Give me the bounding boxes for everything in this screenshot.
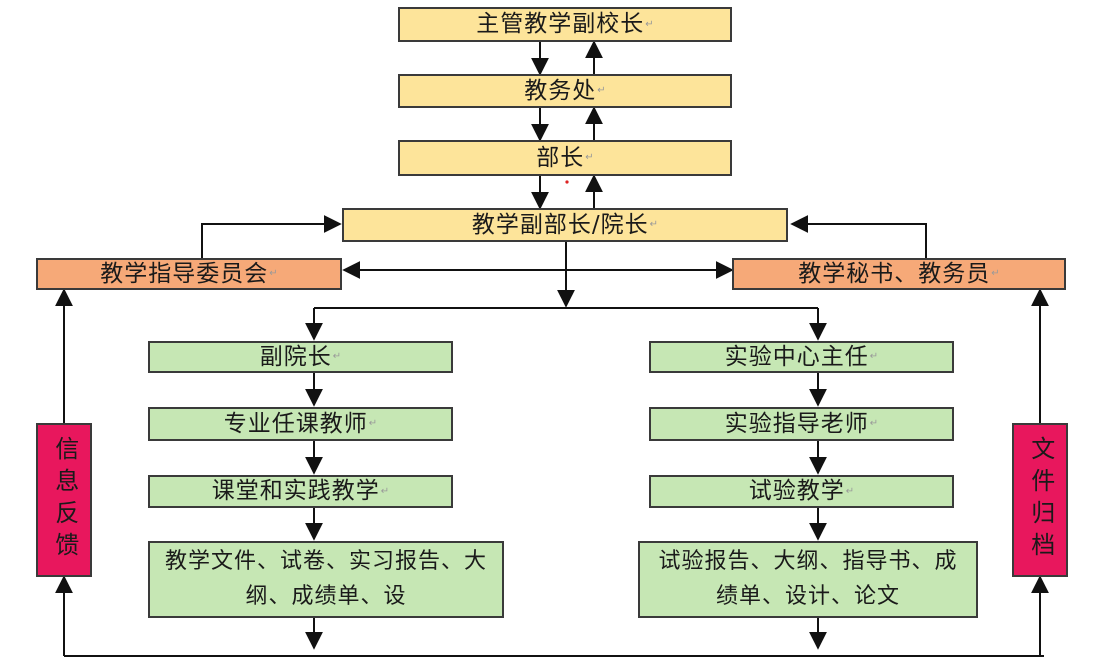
return-mark: ↵ (991, 268, 1000, 280)
node-course-teachers: 专业任课教师↵ (148, 407, 453, 441)
return-mark: ↵ (585, 152, 594, 164)
node-teaching-docs: 教学文件、试卷、实习报告、大纲、成绩单、设 (148, 541, 504, 618)
node-label: 信息反馈 (50, 436, 79, 564)
return-mark: ↵ (649, 219, 659, 231)
node-label: 教学副部长/院长 (471, 211, 649, 238)
node-feedback: 信息反馈 (36, 423, 92, 577)
return-mark: ↵ (869, 418, 879, 430)
return-mark: ↵ (368, 418, 378, 430)
node-classroom-teaching: 课堂和实践教学↵ (148, 475, 453, 508)
node-label: 课堂和实践教学 (211, 478, 380, 505)
node-label: 主管教学副校长 (476, 11, 645, 38)
node-label: 实验中心主任 (724, 343, 869, 370)
node-label: 实验指导老师 (724, 410, 869, 437)
node-archive: 文件归档 (1012, 423, 1068, 577)
node-label: 教学秘书、教务员 (798, 260, 991, 287)
node-minister: 部长↵ (398, 140, 732, 176)
node-label: 教学指导委员会 (100, 260, 269, 287)
node-lab-instructor: 实验指导老师↵ (649, 407, 954, 441)
node-label: 试验报告、大纲、指导书、成绩单、设计、论文 (658, 549, 958, 609)
return-mark: ↵ (380, 485, 390, 497)
return-mark: ↵ (332, 351, 342, 363)
return-mark: ↵ (869, 351, 879, 363)
node-vice-dean: 副院长↵ (148, 341, 453, 373)
red-dot (565, 180, 569, 184)
return-mark: ↵ (845, 485, 855, 497)
node-vice-minister-dean: 教学副部长/院长↵ (342, 208, 788, 242)
node-teaching-committee: 教学指导委员会↵ (36, 258, 342, 290)
node-lab-docs: 试验报告、大纲、指导书、成绩单、设计、论文 (638, 541, 978, 618)
node-label: 文件归档 (1026, 436, 1055, 564)
return-mark: ↵ (645, 18, 654, 30)
node-label: 部长 (536, 144, 585, 171)
node-secretary: 教学秘书、教务员↵ (732, 258, 1066, 290)
node-label: 副院长 (259, 343, 332, 370)
node-lab-director: 实验中心主任↵ (649, 341, 954, 373)
node-academic-office: 教务处↵ (398, 74, 732, 108)
node-label: 专业任课教师 (223, 410, 368, 437)
return-mark: ↵ (597, 85, 606, 97)
return-mark: ↵ (269, 268, 278, 280)
node-lab-teaching: 试验教学↵ (649, 475, 954, 508)
node-label: 试验教学 (748, 478, 845, 505)
node-label: 教学文件、试卷、实习报告、大纲、成绩单、设 (164, 549, 487, 609)
node-vice-principal: 主管教学副校长↵ (398, 7, 732, 42)
node-label: 教务处 (524, 77, 597, 104)
